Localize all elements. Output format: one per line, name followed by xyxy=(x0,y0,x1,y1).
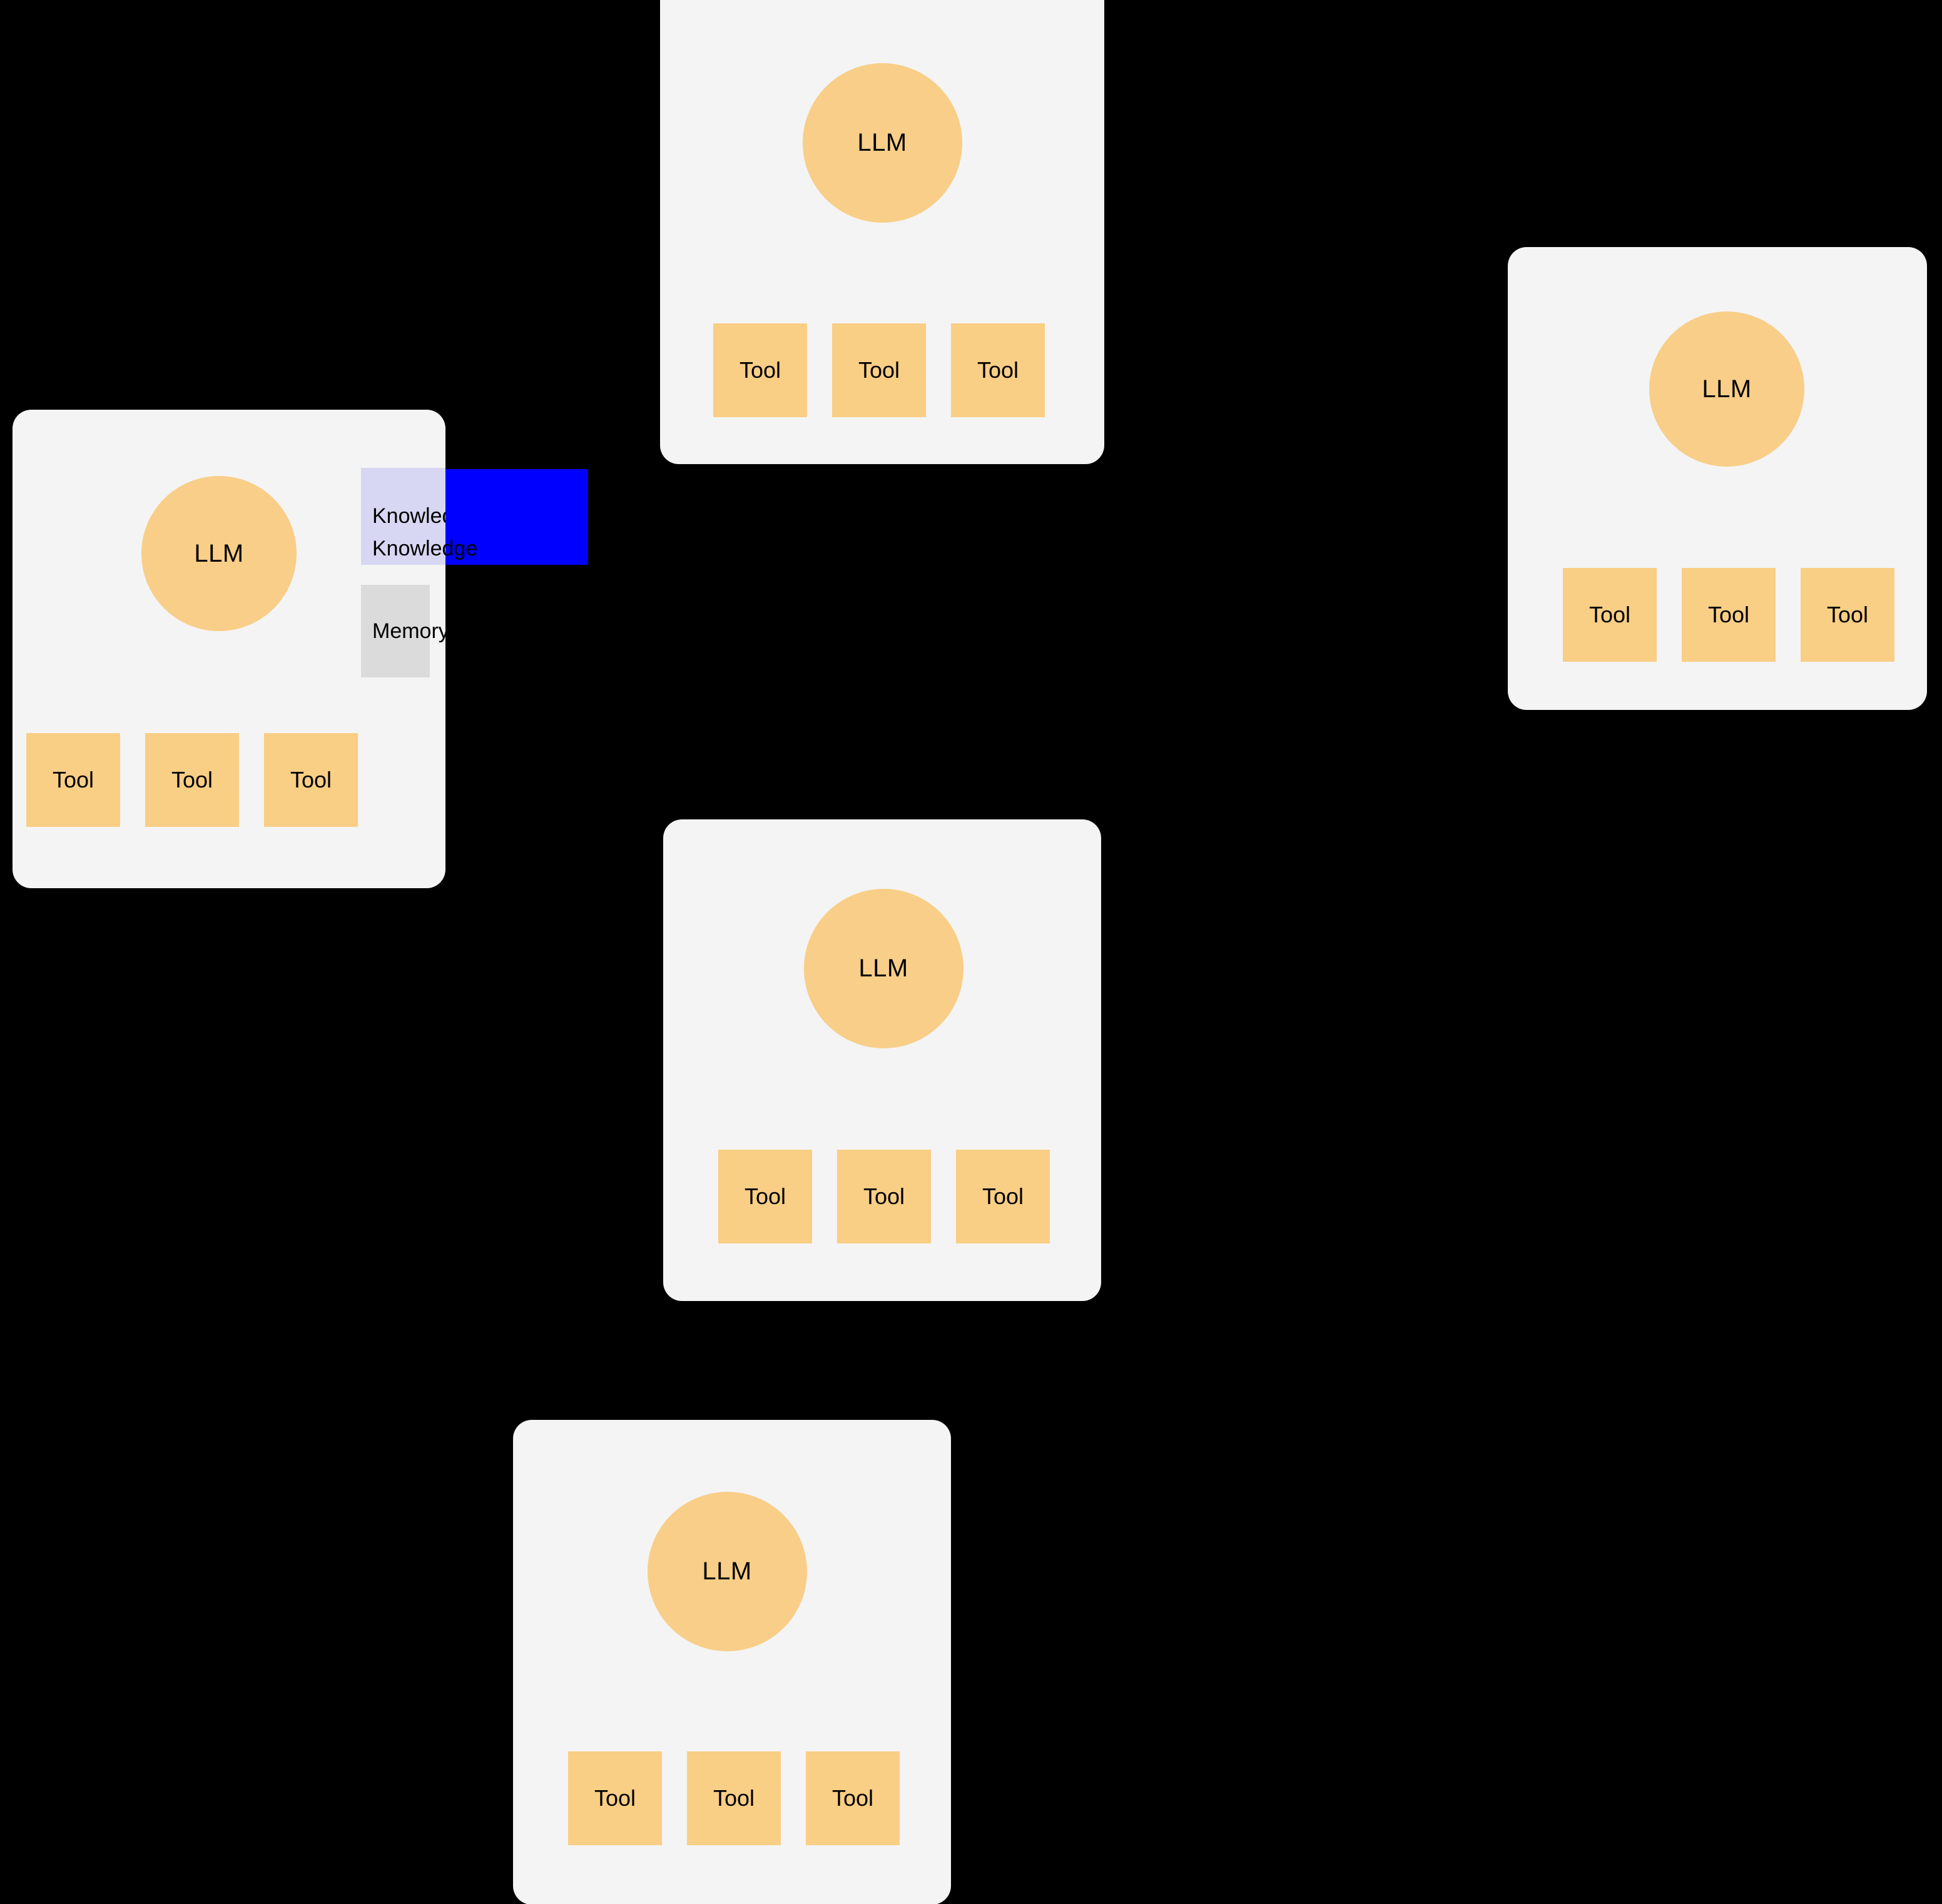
agent-card-top-llm-label: LLM xyxy=(857,128,907,156)
agent-card-right-tool-1[interactable]: Tool xyxy=(1563,568,1657,662)
agent-card-left-memory-label: Memory xyxy=(372,619,449,643)
agent-card-right-tool-2-label: Tool xyxy=(1707,602,1750,627)
agent-card-top-tool-2-label: Tool xyxy=(858,357,900,383)
agent-card-top-tool-3-label: Tool xyxy=(977,357,1019,383)
agent-card-top-tool-2[interactable]: Tool xyxy=(832,323,926,417)
agent-card-top-tool-1-label: Tool xyxy=(739,357,781,383)
agent-card-right-llm-node[interactable]: LLM xyxy=(1649,311,1804,467)
agent-card-middle-tool-1[interactable]: Tool xyxy=(718,1150,812,1243)
agent-card-bottom-tool-1-label: Tool xyxy=(594,1785,636,1811)
agent-card-right-tool-3[interactable]: Tool xyxy=(1801,568,1894,662)
agent-card-left-tool-1-label: Tool xyxy=(52,767,94,792)
agent-card-bottom-tool-2[interactable]: Tool xyxy=(687,1751,781,1845)
agent-card-middle-tool-3-label: Tool xyxy=(982,1183,1024,1209)
agent-card-left-tool-2-label: Tool xyxy=(171,767,213,792)
agent-card-middle-tool-1-label: Tool xyxy=(744,1183,786,1209)
agent-card-bottom-tool-2-label: Tool xyxy=(713,1785,755,1811)
agent-card-middle-tool-2-label: Tool xyxy=(863,1183,905,1209)
agent-card-middle-llm-node[interactable]: LLM xyxy=(803,888,963,1048)
agent-card-left-tool-1[interactable]: Tool xyxy=(26,733,120,827)
agent-card-left-memory-block[interactable]: Memory xyxy=(361,585,449,677)
agent-card-middle-tool-2[interactable]: Tool xyxy=(837,1150,931,1243)
agent-card-right-tool-1-label: Tool xyxy=(1589,602,1631,627)
agent-card-middle-llm-label: LLM xyxy=(858,954,908,982)
agent-card-right-tool-2[interactable]: Tool xyxy=(1682,568,1776,662)
agent-card-left-tool-2[interactable]: Tool xyxy=(145,733,239,827)
agent-card-right-tool-3-label: Tool xyxy=(1826,602,1869,627)
agent-card-top-tool-1[interactable]: Tool xyxy=(713,323,807,417)
agent-card-left-llm-node[interactable]: LLM xyxy=(141,476,297,631)
agent-card-bottom-tool-3[interactable]: Tool xyxy=(806,1751,900,1845)
agent-card-bottom-llm-label: LLM xyxy=(702,1557,752,1585)
agent-card-right-llm-label: LLM xyxy=(1702,375,1752,403)
knowledge-highlight-overlay[interactable] xyxy=(445,469,588,565)
agent-card-left-llm-label: LLM xyxy=(194,539,244,567)
agent-card-bottom-tool-1[interactable]: Tool xyxy=(568,1751,662,1845)
agent-card-top-tool-3[interactable]: Tool xyxy=(951,323,1045,417)
agent-card-bottom-tool-3-label: Tool xyxy=(831,1785,874,1811)
agent-card-left-tool-3-label: Tool xyxy=(290,767,332,792)
knowledge-overlay-label: Knowledge xyxy=(372,537,478,560)
agent-card-left-tool-3[interactable]: Tool xyxy=(264,733,358,827)
agent-card-middle-tool-3[interactable]: Tool xyxy=(956,1150,1050,1243)
agent-card-top-llm-node[interactable]: LLM xyxy=(802,63,962,223)
agent-card-bottom-llm-node[interactable]: LLM xyxy=(647,1491,807,1651)
